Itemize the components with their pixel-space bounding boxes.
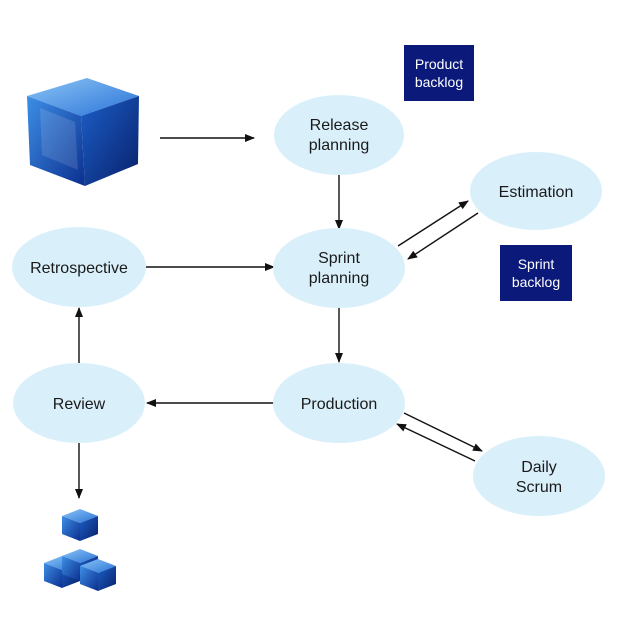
- delivered-cubes-icon: [44, 509, 116, 591]
- node-release-planning: Release planning: [274, 95, 404, 175]
- node-retrospective-label: Retrospective: [30, 260, 128, 277]
- box-sprint-backlog-line-2: backlog: [512, 274, 560, 290]
- arrow-sprint-to-estimation: [397, 200, 469, 247]
- node-daily-scrum-line-2: Scrum: [516, 479, 562, 496]
- node-estimation-label: Estimation: [499, 184, 574, 201]
- arrow-production-to-daily: [403, 412, 483, 452]
- arrow-daily-to-production: [396, 423, 476, 462]
- node-sprint-planning-line-2: planning: [309, 270, 370, 287]
- node-sprint-planning: Sprint planning: [273, 228, 405, 308]
- node-review: Review: [13, 363, 145, 443]
- node-production: Production: [273, 363, 405, 443]
- node-retrospective: Retrospective: [12, 227, 146, 307]
- box-product-backlog-line-1: Product: [415, 56, 463, 72]
- box-product-backlog: Product backlog: [404, 45, 474, 101]
- node-production-label: Production: [301, 396, 378, 413]
- arrows: [75, 134, 483, 499]
- arrow-estimation-to-sprint: [407, 212, 479, 260]
- product-cube-icon: [27, 78, 139, 186]
- node-daily-scrum-line-1: Daily: [521, 459, 557, 476]
- box-sprint-backlog: Sprint backlog: [500, 245, 572, 301]
- node-estimation: Estimation: [470, 152, 602, 230]
- box-sprint-backlog-line-1: Sprint: [518, 256, 555, 272]
- node-release-planning-line-1: Release: [310, 117, 369, 134]
- node-review-label: Review: [53, 396, 106, 413]
- node-release-planning-line-2: planning: [309, 137, 370, 154]
- node-daily-scrum: Daily Scrum: [473, 436, 605, 516]
- box-product-backlog-line-2: backlog: [415, 74, 463, 90]
- node-sprint-planning-line-1: Sprint: [318, 250, 360, 267]
